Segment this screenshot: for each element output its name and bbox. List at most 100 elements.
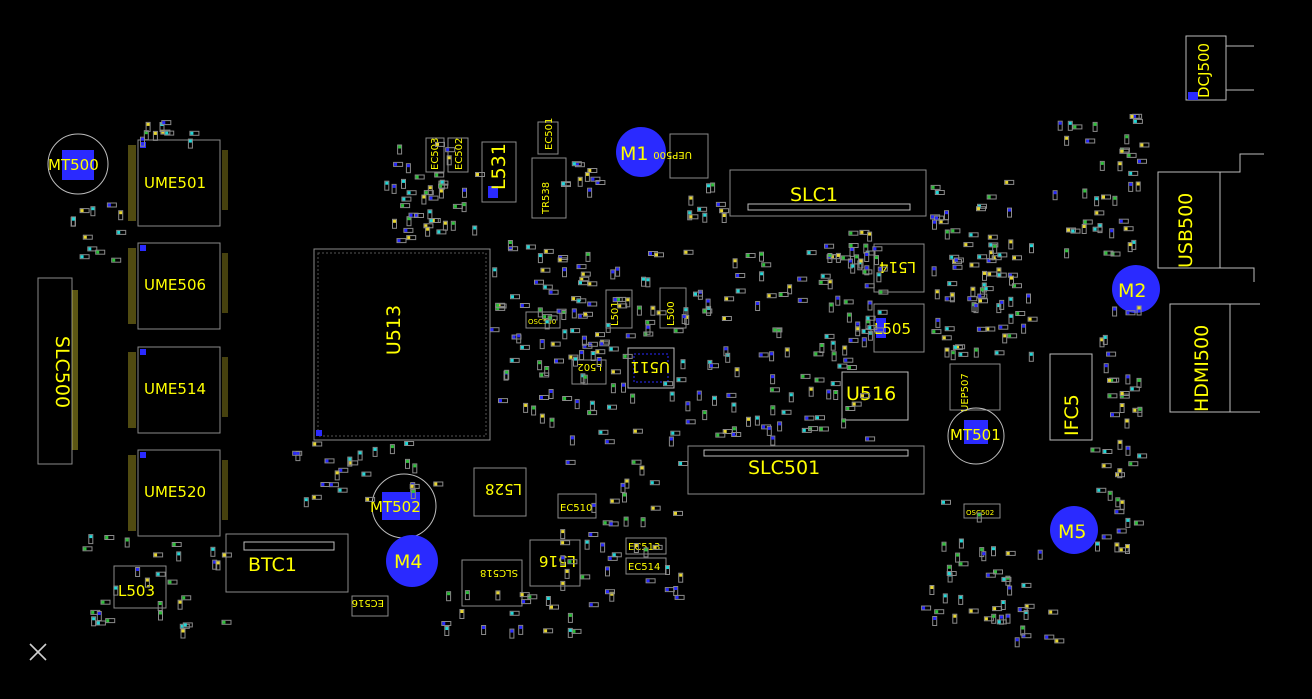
ume-pin-rows xyxy=(128,145,228,531)
osc500-component[interactable]: OSC500 xyxy=(525,311,561,329)
slc500-connector[interactable]: SLC500 xyxy=(37,277,78,465)
smd-part xyxy=(1112,306,1118,317)
smd-pad xyxy=(1008,208,1011,212)
smd-part xyxy=(498,398,508,404)
smd-pad xyxy=(617,297,621,301)
l514-component[interactable]: L514 xyxy=(873,243,925,293)
smd-part xyxy=(808,386,814,397)
dcj500-connector[interactable]: DCJ500 xyxy=(1185,35,1254,101)
smd-pad xyxy=(401,204,405,208)
smd-part xyxy=(96,611,102,621)
uep500-component[interactable]: UEP500 xyxy=(653,133,709,179)
smd-pad xyxy=(939,220,943,224)
smd-pad xyxy=(802,428,806,432)
smd-part xyxy=(1103,250,1114,256)
smd-part xyxy=(705,298,711,309)
u511-chip[interactable]: U511 xyxy=(627,347,675,389)
smd-pad xyxy=(1083,220,1087,224)
slc518-component[interactable]: SLC518 xyxy=(461,559,523,607)
smd-pad xyxy=(1021,626,1025,630)
ume506-component[interactable]: UME506 xyxy=(137,242,221,330)
smd-part xyxy=(952,344,963,350)
ec516-component[interactable]: EC516 xyxy=(351,595,389,617)
mt502-hole[interactable]: MT502 xyxy=(370,473,437,539)
smd-part xyxy=(934,190,945,195)
smd-pad xyxy=(762,263,766,267)
usb500-connector[interactable]: USB500 xyxy=(1157,153,1264,282)
smd-part xyxy=(769,351,775,362)
ec513-component[interactable]: EC513 xyxy=(625,537,667,555)
mt502-label: MT502 xyxy=(370,498,421,516)
smd-part xyxy=(544,366,550,376)
smd-pad xyxy=(558,258,562,262)
smd-part xyxy=(1139,142,1150,148)
l501-component[interactable]: L501 xyxy=(605,289,633,329)
l528-component[interactable]: L528 xyxy=(473,467,527,517)
smd-pad xyxy=(1016,312,1020,315)
smd-part xyxy=(210,546,216,557)
slc1-connector[interactable]: SLC1 xyxy=(729,169,927,217)
m5-hole[interactable]: M5 xyxy=(1050,506,1098,554)
smd-part xyxy=(303,497,309,508)
osc502-component[interactable]: OSC502 xyxy=(963,503,1001,519)
l516-component[interactable]: L516 xyxy=(529,539,581,587)
smd-part xyxy=(992,243,998,254)
smd-part xyxy=(991,613,997,624)
ume514-component[interactable]: UME514 xyxy=(137,346,221,434)
m2-hole[interactable]: M2 xyxy=(1112,265,1160,313)
smd-pad xyxy=(1000,300,1004,304)
mt501-hole[interactable]: MT501 xyxy=(947,407,1005,465)
tr538-component[interactable]: TR538 xyxy=(531,157,567,219)
ec502-component[interactable]: EC502 xyxy=(447,137,469,173)
u516-chip[interactable]: U516 xyxy=(841,371,909,421)
ec501-component[interactable]: EC501 xyxy=(537,118,559,155)
l531-component[interactable]: L531 xyxy=(481,141,517,203)
smd-pad xyxy=(861,394,864,398)
smd-pad xyxy=(798,298,802,302)
smd-pad xyxy=(856,327,860,331)
smd-pad xyxy=(499,399,502,403)
smd-pad xyxy=(575,163,579,167)
smd-part xyxy=(1067,120,1073,131)
m2-label: M2 xyxy=(1118,280,1146,302)
m4-hole[interactable]: M4 xyxy=(386,535,438,587)
smd-pad xyxy=(633,429,637,433)
ume520-component[interactable]: UME520 xyxy=(137,449,221,537)
smd-pad xyxy=(440,180,444,184)
ec514-component[interactable]: EC514 xyxy=(625,557,667,575)
close-icon[interactable] xyxy=(26,640,50,664)
btc1-connector[interactable]: BTC1 xyxy=(225,533,349,593)
ume501-component[interactable]: UME501 xyxy=(137,139,221,227)
uep507-component[interactable]: UEP507 xyxy=(949,363,1001,412)
smd-part xyxy=(1119,403,1125,413)
m1-hole[interactable]: M1 xyxy=(616,127,666,177)
smd-part xyxy=(1020,625,1026,636)
smd-part xyxy=(1015,311,1026,316)
smd-part xyxy=(1082,188,1088,199)
ec510-component[interactable]: EC510 xyxy=(557,493,597,519)
smd-part xyxy=(697,206,708,212)
smd-pad xyxy=(930,586,934,589)
mt500-hole[interactable]: MT500 xyxy=(47,133,109,195)
smd-pad xyxy=(473,226,477,230)
smd-pad xyxy=(827,390,831,394)
slc501-connector[interactable]: SLC501 xyxy=(687,445,925,495)
ifc5-connector[interactable]: IFC5 xyxy=(1049,353,1093,441)
smd-pad xyxy=(732,433,736,436)
ec503-component[interactable]: EC503 xyxy=(425,137,445,173)
smd-part xyxy=(804,415,815,421)
smd-part xyxy=(848,230,859,236)
smd-pad xyxy=(511,295,514,299)
smd-part xyxy=(1037,549,1043,560)
smd-pad xyxy=(945,348,949,352)
smd-pad xyxy=(1096,542,1099,546)
smd-pad xyxy=(865,253,869,256)
l502-component[interactable]: L502 xyxy=(571,359,607,385)
smd-pad xyxy=(528,595,532,599)
smd-pad xyxy=(959,352,963,356)
smd-part xyxy=(983,616,994,622)
smd-pad xyxy=(349,461,353,465)
hdmi500-connector[interactable]: HDMI500 xyxy=(1169,303,1260,413)
smd-part xyxy=(412,463,418,474)
u513-chip[interactable]: U513 xyxy=(313,248,491,441)
